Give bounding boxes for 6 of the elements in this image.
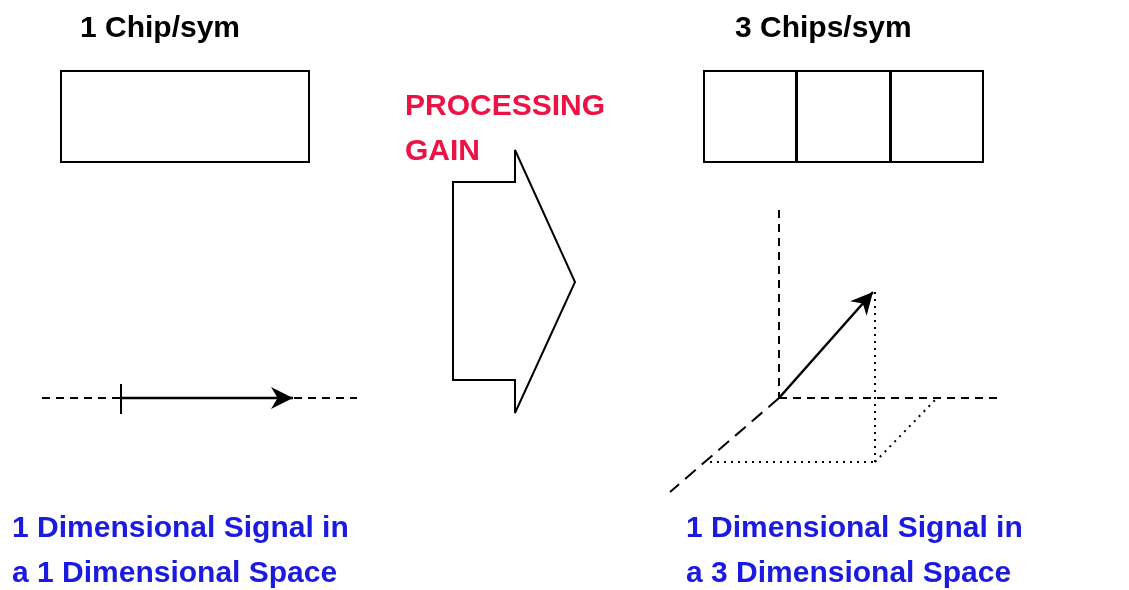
caption: 1 Dimensional Signal in a 1 Dimensional Space bbox=[12, 509, 350, 590]
arrow-label: PROCESSING GAIN bbox=[405, 87, 607, 168]
heading: 3 Chips/sym bbox=[735, 10, 912, 44]
chip-box bbox=[796, 70, 891, 163]
caption: 1 Dimensional Signal in a 3 Dimensional Space bbox=[686, 509, 1024, 590]
heading: 1 Chip/sym bbox=[80, 10, 241, 44]
